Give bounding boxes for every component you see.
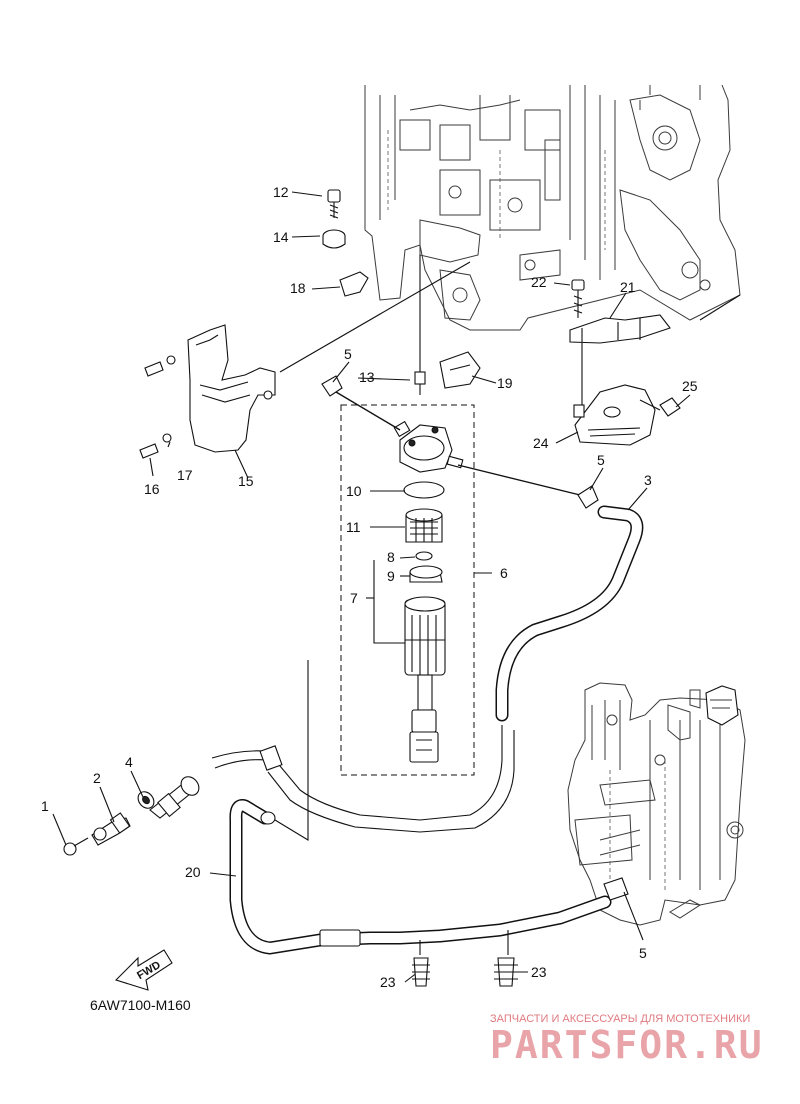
leader-lines: [52, 191, 741, 983]
top-fasteners: [322, 189, 369, 297]
watermark-brand-logo: PARTSFOR.RU: [490, 1023, 764, 1067]
part-label-20: 20: [185, 864, 201, 880]
fuel-filter-assembly: [340, 371, 475, 776]
part-label-25: 25: [682, 378, 698, 394]
fuel-hose-20: [229, 799, 612, 955]
part-number-labels: 1 2 3 4 5 5 5 6 7 8 9 10 11 12 13 14 15 …: [41, 184, 698, 990]
fuel-hose-3: [495, 505, 644, 722]
part-label-1: 1: [41, 798, 49, 814]
part-label-5-top: 5: [344, 346, 352, 362]
part-label-17: 17: [177, 467, 193, 483]
engine-block-illustration: [364, 84, 741, 331]
part-label-11: 11: [346, 519, 361, 535]
part-label-9: 9: [387, 568, 395, 584]
part-label-16: 16: [144, 481, 160, 497]
part-label-6: 6: [500, 565, 508, 581]
inlet-joint-assembly: [63, 776, 200, 856]
part-label-3: 3: [644, 472, 652, 488]
part-label-24: 24: [533, 435, 549, 451]
diagram-code: 6AW7100-M160: [90, 997, 191, 1013]
part-label-14: 14: [273, 229, 289, 245]
part-label-5-bottom: 5: [639, 945, 647, 961]
part-label-4: 4: [125, 754, 133, 770]
clips-23: [412, 957, 518, 987]
part-label-5-right: 5: [597, 452, 605, 468]
bracket-15: [139, 324, 276, 459]
part-label-12: 12: [273, 184, 289, 200]
part-label-2: 2: [93, 770, 101, 786]
part-label-22: 22: [531, 274, 547, 290]
part-label-19: 19: [497, 375, 513, 391]
part-label-21: 21: [620, 279, 636, 295]
bracket-21-24: [569, 279, 681, 446]
part-label-23-right: 23: [531, 964, 547, 980]
part-label-8: 8: [387, 549, 395, 565]
fuel-line-middle: [211, 725, 515, 833]
part-label-10: 10: [346, 483, 362, 499]
fwd-arrow-icon: FWD: [114, 949, 173, 991]
part-label-7: 7: [350, 590, 358, 606]
part-label-15: 15: [238, 473, 254, 489]
watermark-tagline: ЗАПЧАСТИ И АКСЕССУАРЫ ДЛЯ МОТОТЕХНИКИ: [490, 1013, 750, 1025]
fuel-pipe-top: [321, 351, 629, 901]
part-label-23-left: 23: [380, 974, 396, 990]
part-label-13: 13: [359, 369, 375, 385]
vapor-separator-illustration: [567, 682, 746, 926]
part-label-18: 18: [290, 280, 306, 296]
watermark: ЗАПЧАСТИ И АКСЕССУАРЫ ДЛЯ МОТОТЕХНИКИ PA…: [490, 1013, 764, 1067]
